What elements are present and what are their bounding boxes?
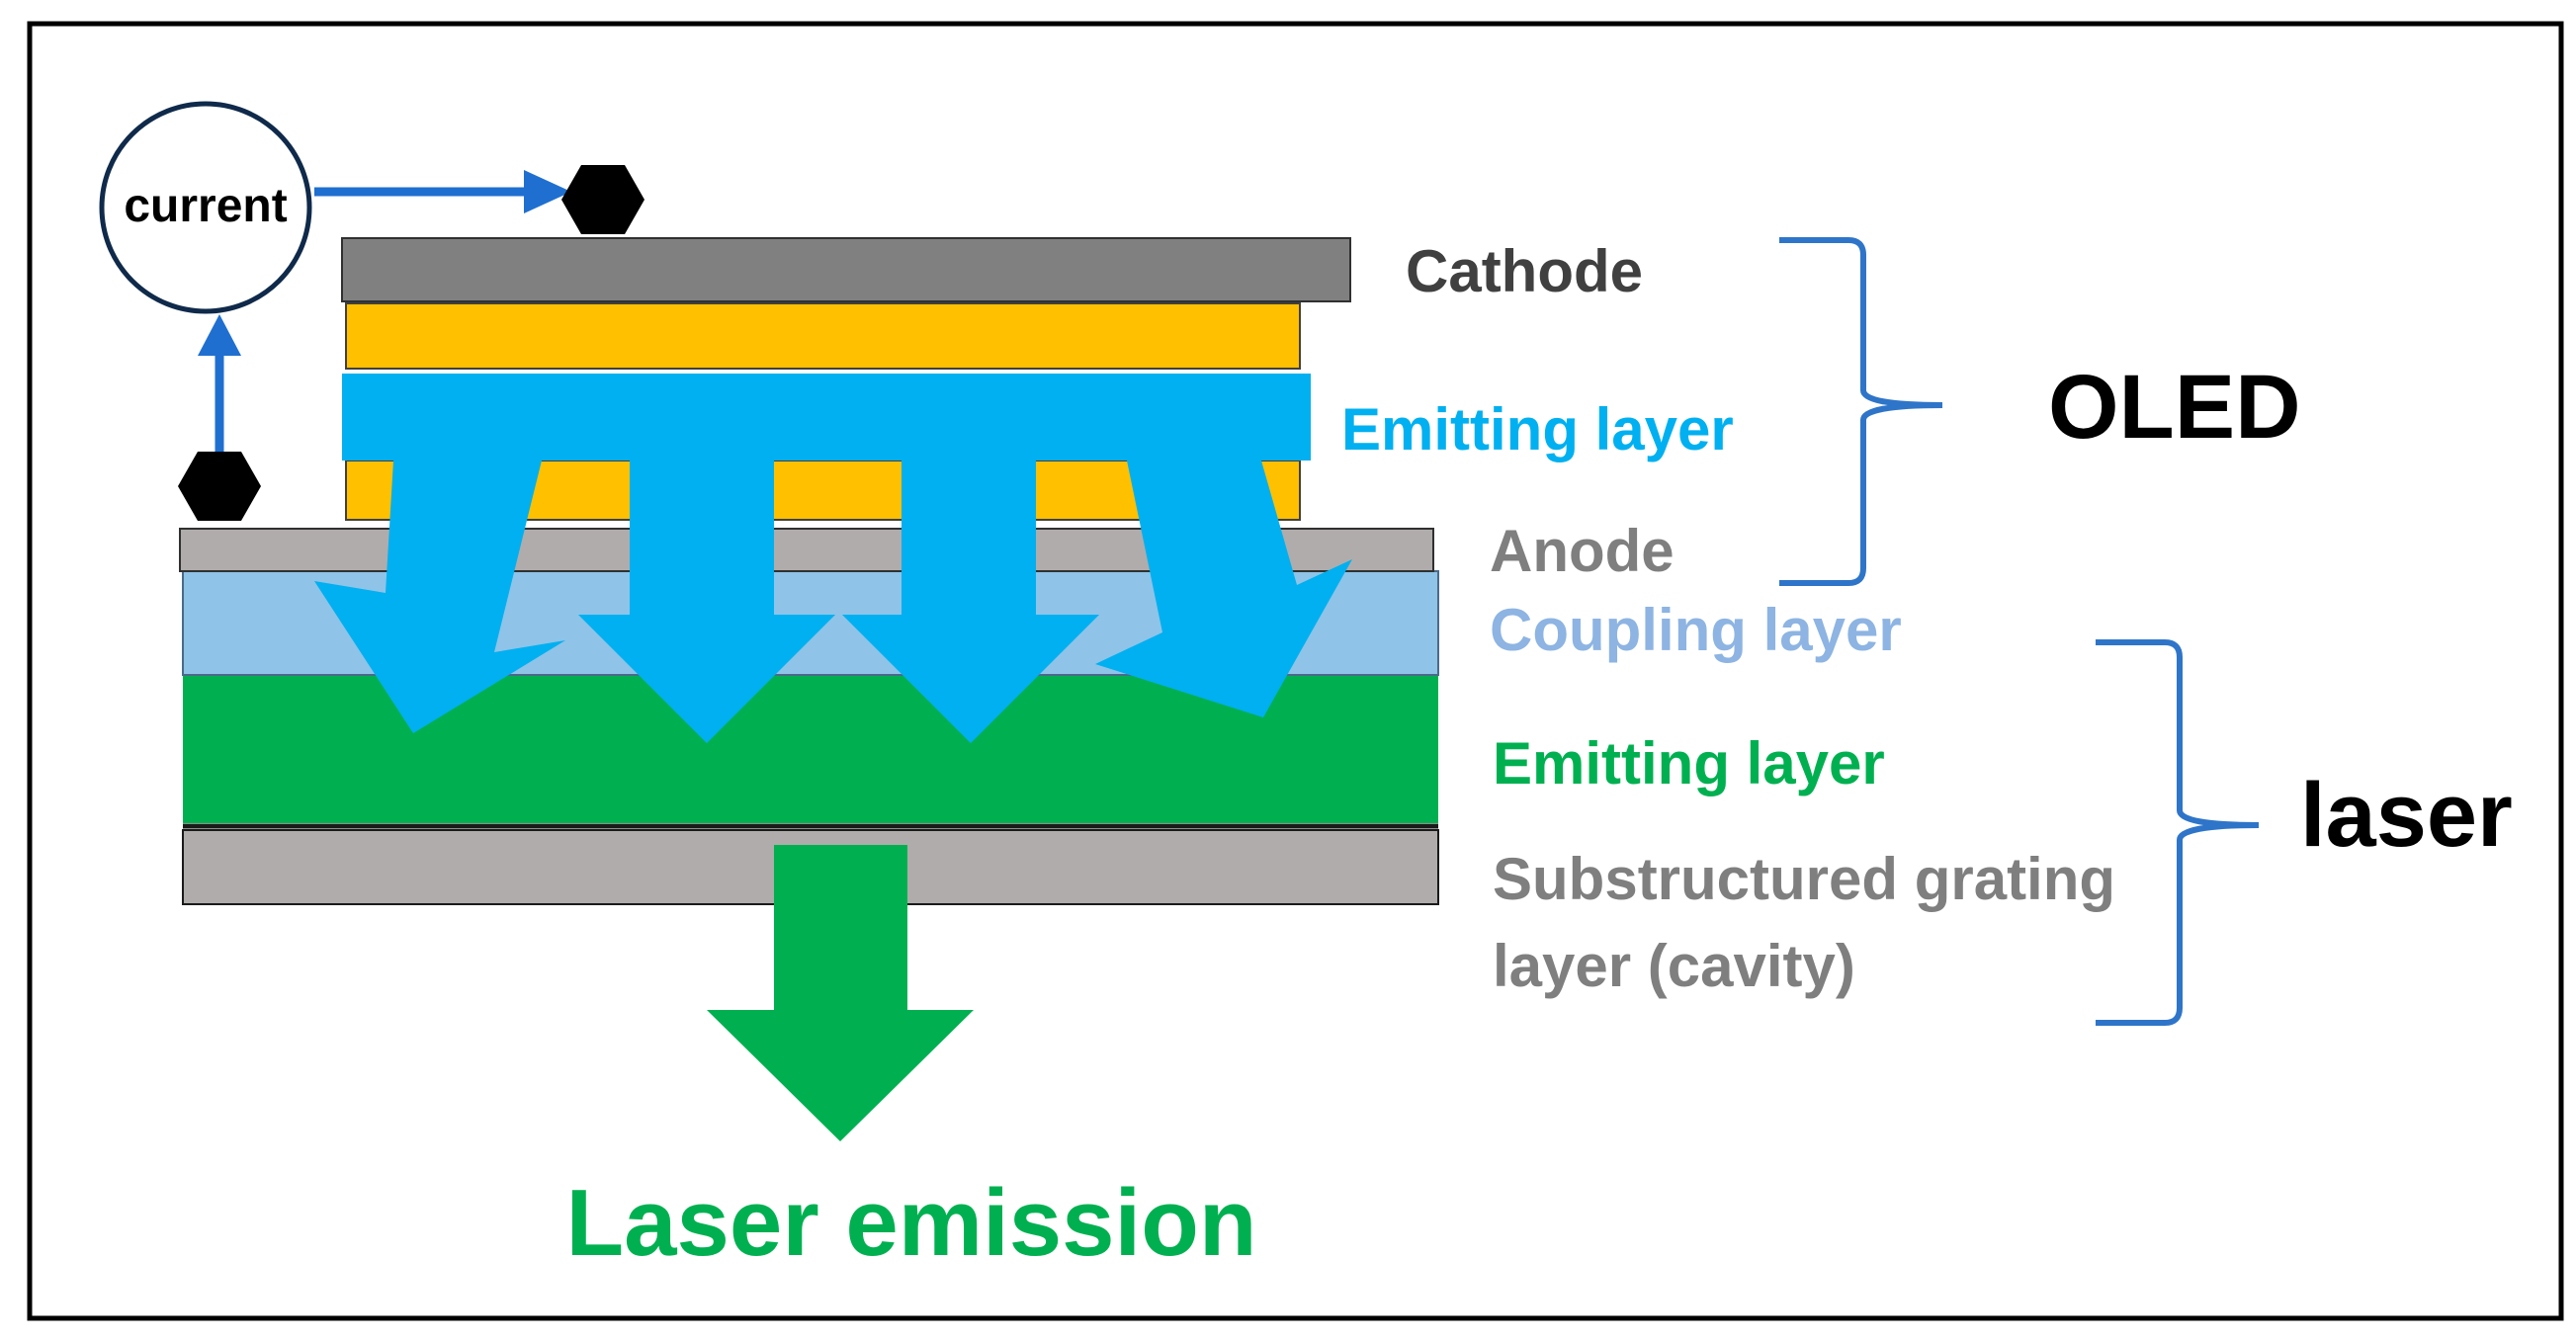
laser-label: laser: [2300, 765, 2513, 866]
hexagon-terminal-icon: [178, 452, 261, 521]
grating-label-line1: Substructured grating: [1493, 846, 2115, 912]
cathode-label: Cathode: [1406, 238, 1643, 304]
laser-emission-arrow-icon: [707, 845, 974, 1141]
wiring: [215, 187, 534, 453]
grating-label-line2: layer (cavity): [1493, 933, 1855, 999]
emitting-layer-top-label: Emitting layer: [1341, 396, 1734, 462]
emitting-layer-bottom-label: Emitting layer: [1493, 730, 1885, 796]
emission-arrows: [314, 461, 1352, 743]
wire-arrowhead-right-icon: [524, 170, 571, 213]
arrow-icon: [842, 461, 1099, 743]
arrow-icon: [578, 461, 835, 743]
blue-emitting-layer: [342, 374, 1311, 461]
oled-label: OLED: [2048, 357, 2301, 458]
laser-bracket-icon: [2096, 639, 2260, 1026]
orange-upper-layer: [345, 302, 1301, 370]
arrow-icon: [1095, 461, 1352, 717]
current-label: current: [124, 180, 287, 232]
hexagon-terminal-icon: [561, 165, 644, 234]
wire-arrowhead-up-icon: [198, 314, 241, 356]
arrow-icon: [314, 461, 565, 733]
anode-label: Anode: [1490, 518, 1674, 584]
laser-emission-label: Laser emission: [566, 1170, 1257, 1276]
cathode-layer: [341, 237, 1351, 302]
oled-bracket-icon: [1779, 237, 1943, 586]
coupling-layer-label: Coupling layer: [1490, 597, 1902, 663]
current-source-icon: [99, 101, 312, 314]
